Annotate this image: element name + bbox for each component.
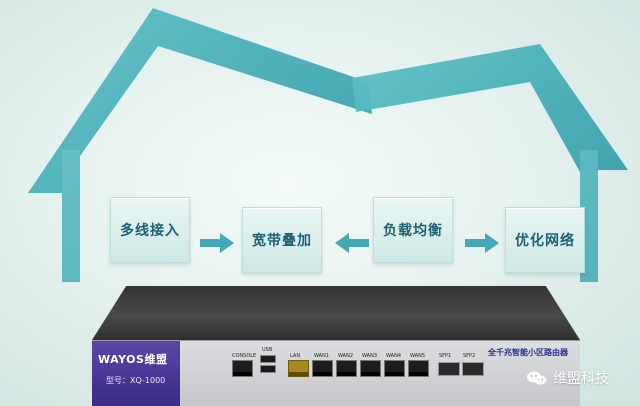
wan1-port [312, 360, 333, 377]
usb-port [260, 365, 276, 373]
port-label-wan5: WAN5 [410, 353, 426, 359]
box-label: 多线接入 [120, 223, 180, 239]
port-label-usb: USB [262, 347, 273, 353]
port-label-wan1: WAN1 [314, 353, 330, 359]
wan4-port [384, 360, 405, 377]
house-left-wall [62, 150, 80, 282]
port-label-sfp1: SFP1 [439, 353, 452, 359]
router-tagline: 全千兆智能小区路由器 [488, 348, 568, 357]
box-load-balancing: 负载均衡 [373, 197, 453, 263]
arrow-left-icon [335, 233, 369, 253]
sfp2-port [462, 362, 484, 376]
router-top-cover [92, 286, 580, 340]
box-label: 宽带叠加 [252, 233, 312, 249]
wan5-port [408, 360, 429, 377]
sfp1-port [438, 362, 460, 376]
port-label-lan: LAN [290, 353, 301, 359]
arrow-right-icon [200, 233, 234, 253]
router-device: WAYOS维盟 型号：XQ-1000 全千兆智能小区路由器 CONSOLE US… [92, 286, 580, 406]
wechat-icon [527, 371, 547, 385]
box-label: 优化网络 [515, 233, 575, 249]
wan2-port [336, 360, 357, 377]
house-right-roof [352, 44, 628, 282]
watermark: 维盟科技 [526, 368, 609, 388]
house-left-roof [28, 8, 372, 282]
port-label-sfp2: SFP2 [463, 353, 476, 359]
box-bandwidth-aggregation: 宽带叠加 [242, 207, 322, 273]
console-port [232, 360, 253, 377]
router-front-panel: WAYOS维盟 型号：XQ-1000 全千兆智能小区路由器 CONSOLE US… [92, 340, 580, 406]
box-multi-line-access: 多线接入 [110, 197, 190, 263]
wan3-port [360, 360, 381, 377]
lan-port [288, 360, 309, 377]
port-label-console: CONSOLE [232, 353, 257, 359]
usb-port [260, 355, 276, 363]
brand-panel: WAYOS维盟 型号：XQ-1000 [92, 341, 180, 406]
brand-logo: WAYOS维盟 [98, 353, 168, 366]
port-label-wan2: WAN2 [338, 353, 354, 359]
port-label-wan4: WAN4 [386, 353, 402, 359]
box-label: 负载均衡 [383, 223, 443, 239]
box-optimize-network: 优化网络 [505, 207, 585, 273]
model-number: 型号：XQ-1000 [106, 376, 166, 385]
watermark-text: 维盟科技 [553, 371, 609, 387]
port-label-wan3: WAN3 [362, 353, 378, 359]
arrow-right-icon [465, 233, 499, 253]
